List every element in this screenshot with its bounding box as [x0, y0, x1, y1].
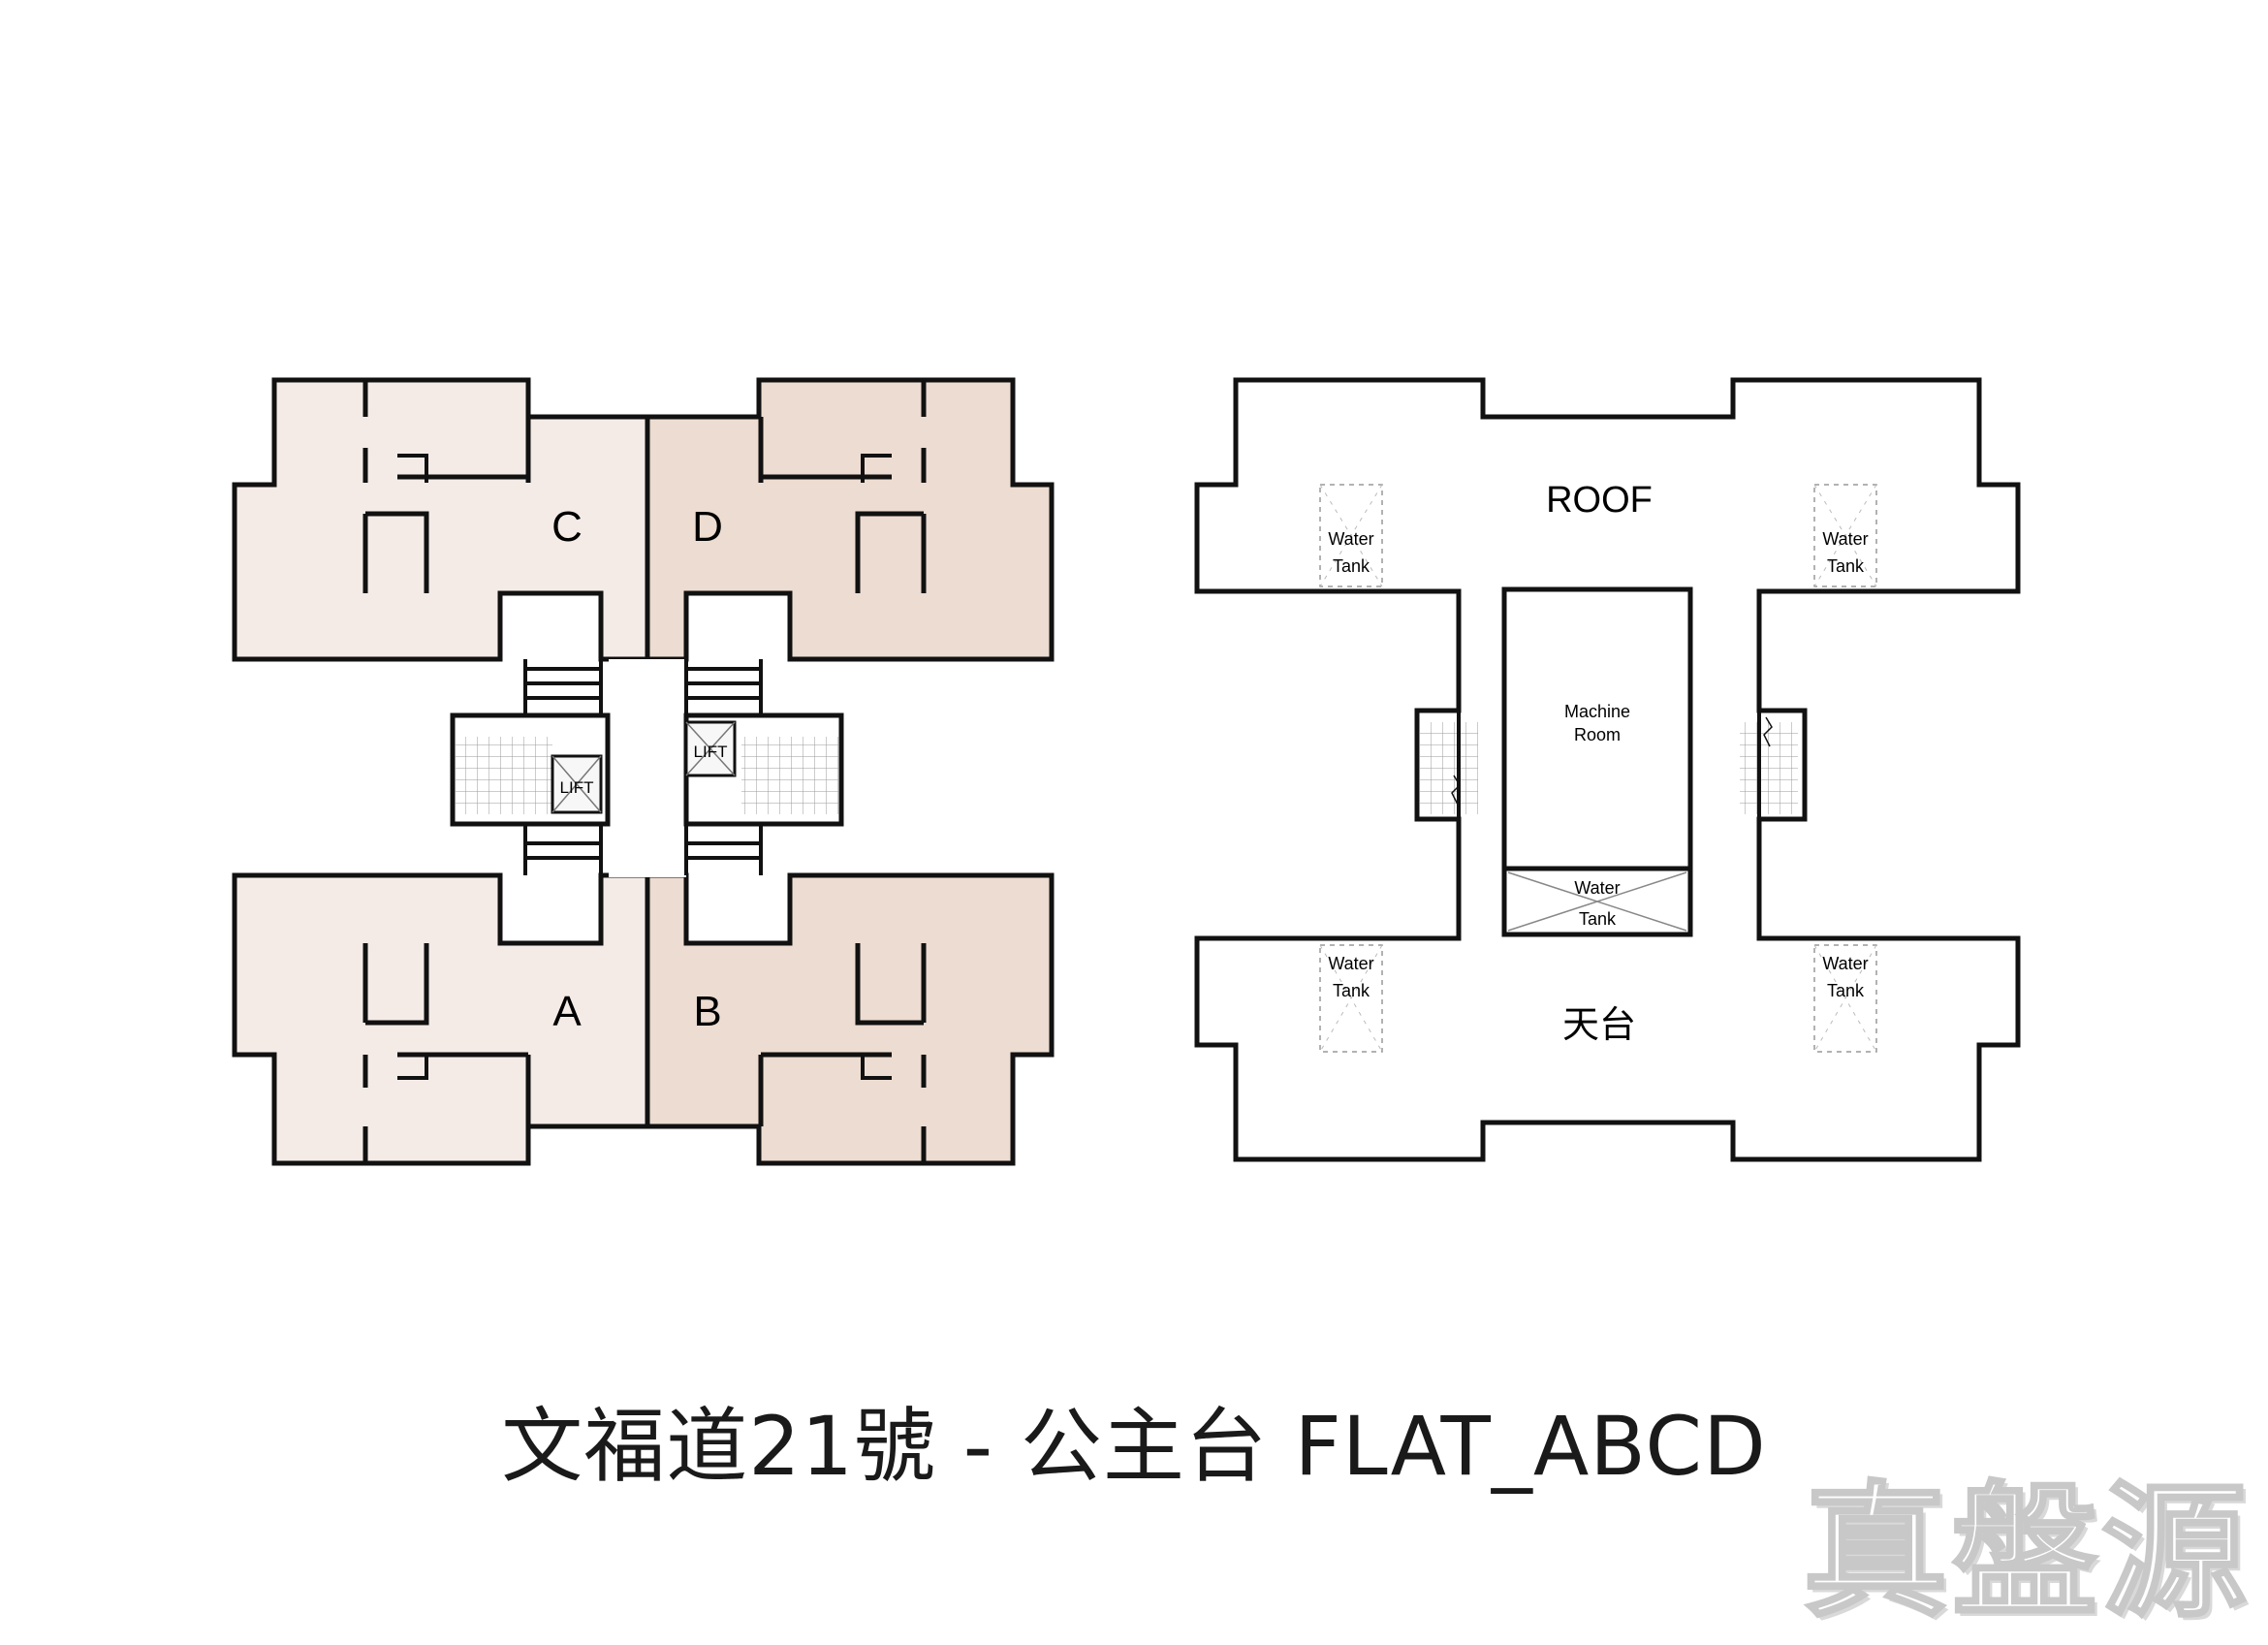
- machine-room: Machine Room: [1501, 586, 1693, 871]
- water-tank-top-left-line1: Water: [1328, 529, 1373, 549]
- water-tank-central: Water Tank: [1501, 866, 1693, 937]
- water-tank-central-line2: Tank: [1579, 909, 1617, 929]
- central-core: LIFT LIFT: [450, 659, 844, 877]
- roof-label: ROOF: [1546, 480, 1653, 521]
- unit-d: D: [645, 377, 1055, 662]
- water-tank-bottom-right: Water Tank: [1813, 944, 1877, 1053]
- unit-c: C: [232, 377, 650, 662]
- water-tank-bottom-right-line1: Water: [1822, 954, 1868, 973]
- unit-c-label: C: [551, 503, 583, 551]
- water-tank-top-left-line2: Tank: [1333, 556, 1370, 576]
- water-tank-bottom-left: Water Tank: [1319, 944, 1383, 1053]
- typical-floor-plan: C D A B: [232, 377, 1055, 1166]
- lift-left-label: LIFT: [560, 778, 594, 797]
- roof-plan: Machine Room Water Tank Water Tank Water…: [1194, 377, 2021, 1162]
- water-tank-top-right-line1: Water: [1822, 529, 1868, 549]
- water-tank-top-left: Water Tank: [1319, 484, 1383, 587]
- machine-room-label-line1: Machine: [1564, 702, 1630, 721]
- water-tank-bottom-left-line1: Water: [1328, 954, 1373, 973]
- unit-b: B: [645, 872, 1055, 1166]
- plan-caption: 文福道21號 - 公主台 FLAT_ABCD: [501, 1399, 1767, 1494]
- water-tank-central-line1: Water: [1574, 878, 1620, 898]
- lift-left: LIFT: [551, 754, 603, 814]
- unit-d-label: D: [692, 503, 723, 551]
- roof-label-zh: 天台: [1562, 1003, 1636, 1046]
- floor-plan-drawing: C D A B: [232, 377, 2021, 1166]
- watermark-logo: 真盤源: [1801, 1468, 2251, 1639]
- water-tank-bottom-right-line2: Tank: [1827, 981, 1865, 1000]
- machine-room-label-line2: Room: [1574, 725, 1621, 744]
- water-tank-bottom-left-line2: Tank: [1333, 981, 1370, 1000]
- unit-a: A: [232, 872, 650, 1166]
- unit-a-label: A: [552, 988, 582, 1035]
- water-tank-top-right: Water Tank: [1813, 484, 1877, 587]
- lift-right-label: LIFT: [694, 743, 728, 761]
- water-tank-top-right-line2: Tank: [1827, 556, 1865, 576]
- lift-right: LIFT: [684, 720, 737, 777]
- unit-b-label: B: [693, 988, 721, 1035]
